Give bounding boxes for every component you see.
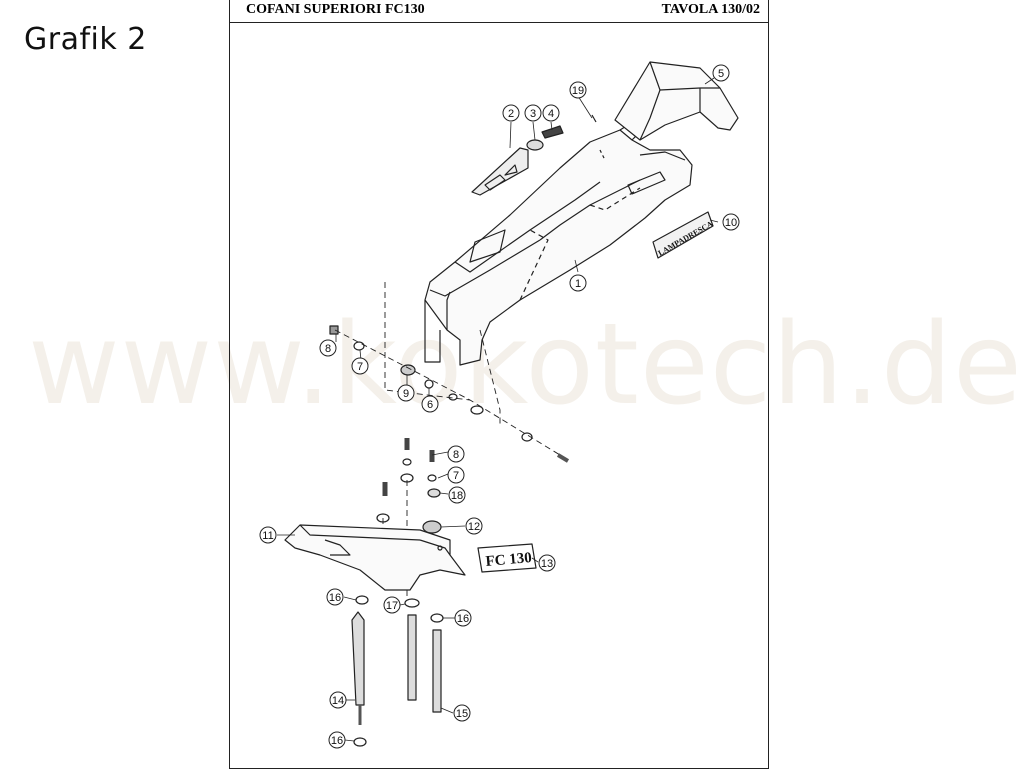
part-11-lower-bracket <box>284 520 466 591</box>
callout-7-upper: 7 <box>351 357 369 375</box>
svg-text:13: 13 <box>541 558 553 570</box>
callout-7-lower: 7 <box>447 466 465 484</box>
callout-18: 18 <box>448 486 466 504</box>
callout-8-lower: 8 <box>447 445 465 463</box>
callout-1: 1 <box>569 274 587 292</box>
callout-16-bottom: 16 <box>328 731 346 749</box>
callout-3: 3 <box>524 104 542 122</box>
svg-text:9: 9 <box>403 388 409 400</box>
sheet-header: COFANI SUPERIORI FC130 TAVOLA 130/02 <box>230 0 768 23</box>
svg-text:10: 10 <box>725 217 737 229</box>
hardware-row-upper <box>329 282 570 463</box>
callout-16-right: 16 <box>454 609 472 627</box>
part-13-decal-text: FC 130 <box>485 550 532 570</box>
part-10-decal <box>652 211 714 259</box>
part-1-upper-cowl <box>424 124 693 366</box>
svg-text:16: 16 <box>457 613 469 625</box>
svg-text:5: 5 <box>718 68 724 80</box>
callout-14: 14 <box>329 691 347 709</box>
svg-text:6: 6 <box>427 399 433 411</box>
part-2-decal <box>471 147 529 196</box>
part-4-grille <box>541 125 564 139</box>
watermark: www.kokotech.de <box>28 300 1023 430</box>
svg-text:3: 3 <box>530 108 536 120</box>
part-13-decal <box>477 543 537 573</box>
svg-text:4: 4 <box>548 108 554 120</box>
part-3-badge <box>526 139 544 151</box>
callout-6: 6 <box>421 395 439 413</box>
callout-19: 19 <box>569 81 587 99</box>
leader-lines <box>277 77 719 742</box>
callout-5: 5 <box>712 64 730 82</box>
callout-2: 2 <box>502 104 520 122</box>
part-5-rear-cover <box>614 61 739 141</box>
svg-text:18: 18 <box>451 490 463 502</box>
svg-text:19: 19 <box>572 85 584 97</box>
callout-9: 9 <box>397 384 415 402</box>
svg-text:8: 8 <box>453 449 459 461</box>
support-rods <box>351 595 444 747</box>
svg-text:17: 17 <box>386 600 398 612</box>
svg-text:1: 1 <box>575 278 581 290</box>
callout-15: 15 <box>453 704 471 722</box>
svg-text:12: 12 <box>468 521 480 533</box>
callout-16-upper-left: 16 <box>326 588 344 606</box>
callout-10: 10 <box>722 213 740 231</box>
svg-text:11: 11 <box>262 530 273 542</box>
svg-text:7: 7 <box>453 470 459 482</box>
callout-13: 13 <box>538 554 556 572</box>
sheet-table-number: TAVOLA 130/02 <box>661 2 760 17</box>
svg-text:16: 16 <box>331 735 343 747</box>
callout-17: 17 <box>383 596 401 614</box>
page-label: Grafik 2 <box>24 22 147 57</box>
part-19-screw <box>591 114 597 123</box>
svg-text:16: 16 <box>329 592 341 604</box>
callouts: 1 2 3 4 5 19 10 8 7 9 6 8 7 18 12 11 13 … <box>259 64 740 749</box>
svg-text:7: 7 <box>357 361 363 373</box>
svg-text:14: 14 <box>332 695 344 707</box>
svg-text:15: 15 <box>456 708 468 720</box>
svg-text:2: 2 <box>508 108 514 120</box>
callout-12: 12 <box>465 517 483 535</box>
callout-4: 4 <box>542 104 560 122</box>
callout-11: 11 <box>259 526 277 544</box>
sheet-title: COFANI SUPERIORI FC130 <box>246 2 425 17</box>
callout-8-upper: 8 <box>319 339 337 357</box>
svg-text:8: 8 <box>325 343 331 355</box>
